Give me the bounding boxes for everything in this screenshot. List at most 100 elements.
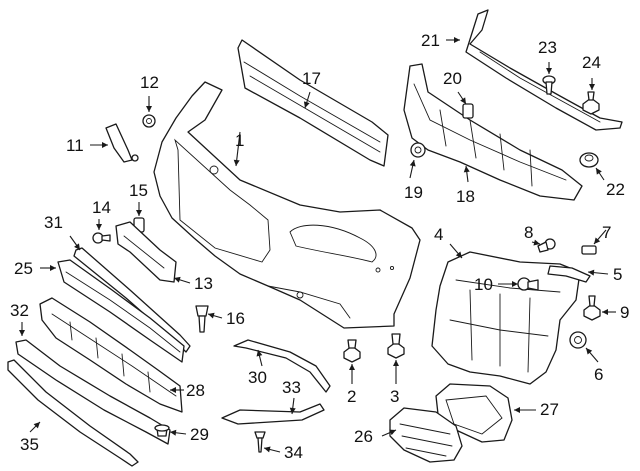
leader-arrow-12 (146, 106, 152, 112)
callout-8: 8 (524, 223, 533, 242)
leader-arrow-21 (454, 37, 460, 43)
part-33-molding (221, 403, 325, 425)
leader-arrow-24 (589, 84, 595, 90)
callout-11: 11 (66, 136, 84, 155)
callout-9: 9 (620, 303, 629, 322)
leader-arrow-16 (208, 312, 215, 319)
leader-arrow-18 (463, 166, 470, 173)
callout-10: 10 (474, 275, 493, 294)
leader-arrow-33 (289, 407, 296, 414)
leader-arrow-27 (514, 407, 520, 413)
part-28-lower-grille (39, 297, 183, 413)
callout-29: 29 (190, 425, 209, 444)
part-17-reinforcement-bar (237, 39, 389, 167)
callout-25: 25 (14, 259, 33, 278)
leader-arrow-26 (389, 429, 396, 436)
leader-arrow-30 (256, 350, 263, 357)
leader-arrow-3 (393, 360, 399, 366)
leader-arrow-31 (74, 243, 80, 250)
part-6-nut (569, 331, 587, 349)
leader-arrow-11 (102, 142, 108, 148)
callouts: 1 2 3 4 5 6 7 8 9 10 11 12 13 14 15 16 1… (10, 31, 629, 462)
leader-arrow-23 (546, 68, 552, 74)
leader-arrow-20 (460, 97, 466, 104)
leader-arrow-13 (174, 276, 181, 283)
part-9-bolt (583, 295, 601, 321)
callout-7: 7 (602, 223, 611, 242)
callout-15: 15 (129, 181, 148, 200)
callout-6: 6 (594, 365, 603, 384)
part-13-license-bracket (115, 221, 177, 283)
callout-34: 34 (284, 443, 303, 462)
callout-3: 3 (390, 387, 399, 406)
callout-20: 20 (443, 69, 462, 88)
callout-2: 2 (347, 387, 356, 406)
part-3-bolt (387, 333, 405, 359)
leader-arrow-1 (233, 159, 240, 166)
part-10-screw (517, 277, 539, 291)
callout-35: 35 (20, 435, 39, 454)
leader-arrow-10 (512, 281, 518, 287)
callout-13: 13 (194, 274, 213, 293)
callout-23: 23 (538, 38, 557, 57)
leader-arrow-19 (409, 160, 416, 167)
leader-arrow-22 (596, 168, 602, 175)
callout-1: 1 (235, 131, 244, 150)
leader-arrow-28 (170, 387, 176, 393)
callout-30: 30 (248, 368, 267, 387)
leader-arrow-6 (586, 348, 593, 355)
callout-28: 28 (186, 381, 205, 400)
callout-5: 5 (613, 265, 622, 284)
leader-arrow-8 (533, 239, 540, 246)
part-30-molding (233, 339, 331, 393)
callout-31: 31 (44, 213, 63, 232)
part-16-stud (195, 305, 209, 333)
part-26-fog-grille (389, 407, 463, 463)
leader-arrow-17 (303, 101, 310, 108)
part-32-spoiler (15, 339, 171, 445)
leader-arrow-35 (33, 422, 40, 429)
part-20-clip (462, 103, 474, 119)
callout-21: 21 (421, 31, 440, 50)
callout-32: 32 (10, 301, 29, 320)
callout-33: 33 (282, 378, 301, 397)
leader-arrow-15 (136, 210, 142, 216)
part-8-screw (537, 238, 556, 253)
part-19-nut (410, 142, 426, 158)
callout-24: 24 (582, 53, 601, 72)
leader-arrow-2 (349, 364, 355, 370)
part-2-bolt (343, 339, 361, 363)
leader-lines (19, 37, 616, 453)
part-22-grommet (579, 152, 599, 168)
callout-16: 16 (226, 309, 245, 328)
part-11-side-bracket (105, 123, 139, 163)
leader-arrow-7 (594, 237, 601, 244)
callout-27: 27 (540, 400, 559, 419)
callout-26: 26 (354, 427, 373, 446)
part-14-screw (92, 232, 111, 244)
part-1-bumper-cover (153, 81, 421, 329)
leader-arrow-5 (588, 269, 595, 276)
leader-arrow-32 (19, 330, 25, 336)
callout-18: 18 (456, 187, 475, 206)
part-7-clip (581, 245, 597, 255)
leader-arrow-4 (455, 251, 462, 258)
part-29-screw (154, 424, 170, 437)
part-35-lip (7, 359, 139, 467)
leader-arrow-34 (264, 446, 271, 453)
leader-arrow-9 (602, 309, 608, 315)
leader-arrow-14 (96, 224, 102, 230)
part-4-fog-bracket (431, 251, 581, 385)
callout-22: 22 (606, 180, 625, 199)
callout-4: 4 (434, 225, 443, 244)
part-21-upper-bracket (465, 9, 623, 131)
part-5-trim (547, 265, 591, 283)
leader-arrow-29 (170, 429, 177, 436)
part-34-clip (254, 431, 266, 453)
part-18-energy-absorber (403, 63, 583, 201)
part-25-upper-grille (57, 259, 185, 363)
part-23-screw (542, 75, 556, 95)
part-12-nut (142, 114, 156, 128)
